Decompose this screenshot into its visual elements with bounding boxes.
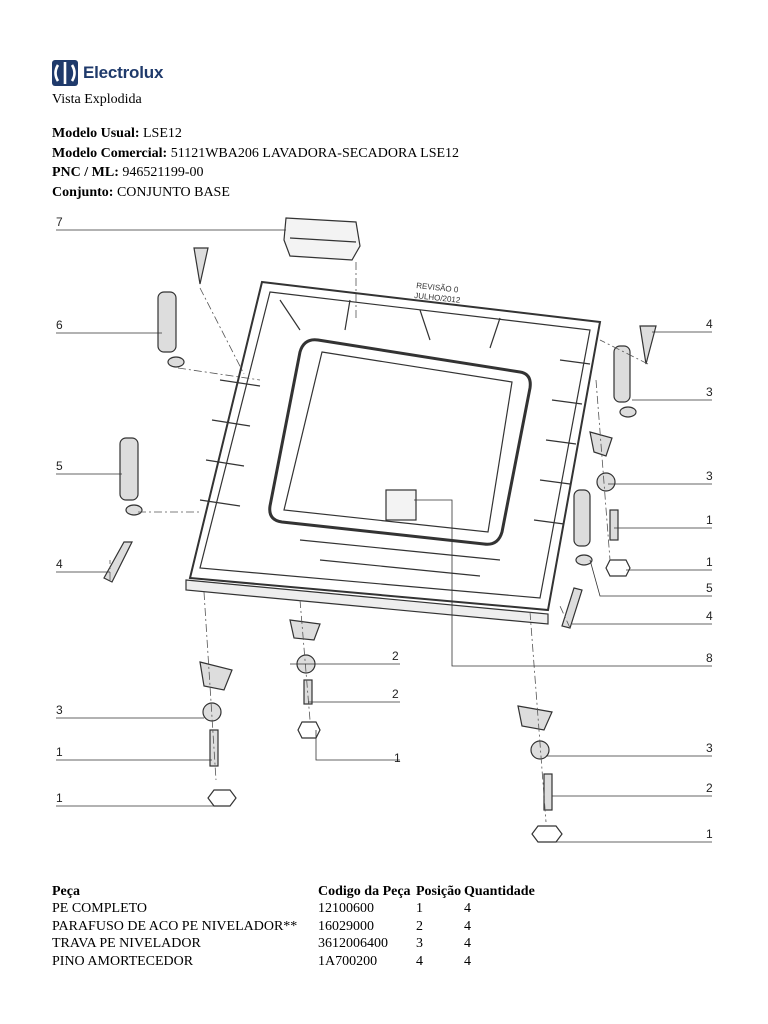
callout-1-right-mid: 1 xyxy=(706,555,713,569)
part-name: PE COMPLETO xyxy=(52,901,148,916)
part-name: TRAVA PE NIVELADOR xyxy=(52,936,201,951)
part-name: PINO AMORTECEDOR xyxy=(52,953,194,969)
part-quantity: 4 xyxy=(464,918,471,934)
part-position: 2 xyxy=(416,918,423,934)
callout-7: 7 xyxy=(56,215,63,229)
foot-group-right xyxy=(517,705,563,843)
electrolux-logo: Electrolux xyxy=(52,60,163,86)
parts-table-header: Peça Codigo da Peça Posição Quantidade xyxy=(52,882,544,901)
callout-3-right-bottom: 3 xyxy=(706,741,713,755)
table-row: TRAVA PE NIVELADOR 3612006400 3 4 xyxy=(52,936,544,954)
conjunto-row: Conjunto: CONJUNTO BASE xyxy=(52,183,459,203)
modelo-usual-value: LSE12 xyxy=(143,126,182,141)
parts-table: Peça Codigo da Peça Posição Quantidade P… xyxy=(52,882,544,971)
modelo-usual-label: Modelo Usual: xyxy=(52,126,140,141)
callout-4-left: 4 xyxy=(56,557,63,571)
part-code: 12100600 xyxy=(318,901,374,916)
page-subtitle: Vista Explodida xyxy=(52,92,142,107)
modelo-usual-row: Modelo Usual: LSE12 xyxy=(52,124,459,144)
table-row: PINO AMORTECEDOR 1A700200 4 4 xyxy=(52,954,544,972)
revision-text: REVISÃO 0 xyxy=(416,281,459,294)
callout-6: 6 xyxy=(56,318,63,332)
part-code: 16029000 xyxy=(318,918,374,934)
header-codigo: Codigo da Peça xyxy=(318,883,411,899)
foot-group-right-upper xyxy=(589,431,631,577)
part-code: 3612006400 xyxy=(318,936,388,951)
part-quantity: 4 xyxy=(464,901,471,916)
part-quantity: 4 xyxy=(464,936,471,951)
part-position: 3 xyxy=(416,936,423,951)
callout-2-left: 1 xyxy=(56,745,63,759)
brand-name: Electrolux xyxy=(83,63,164,82)
callout-5-left: 5 xyxy=(56,459,63,473)
callout-4-right: 4 xyxy=(706,609,713,623)
callout-3-right-top: 3 xyxy=(706,385,713,399)
part-quantity: 4 xyxy=(464,953,471,969)
callout-2-right-bottom: 2 xyxy=(706,781,713,795)
callout-1-center: 1 xyxy=(394,751,401,765)
modelo-comercial-row: Modelo Comercial: 51121WBA206 LAVADORA-S… xyxy=(52,144,459,164)
modelo-comercial-label: Modelo Comercial: xyxy=(52,145,168,161)
part-name: PARAFUSO DE ACO PE NIVELADOR** xyxy=(52,918,298,934)
modelo-comercial-value: 51121WBA206 LAVADORA-SECADORA LSE12 xyxy=(170,145,460,161)
foot-group-left xyxy=(199,661,237,807)
table-row: PARAFUSO DE ACO PE NIVELADOR** 16029000 … xyxy=(52,919,544,937)
header-quantidade: Quantidade xyxy=(464,883,535,899)
part-position: 4 xyxy=(416,953,423,969)
callout-1-left: 1 xyxy=(56,791,63,805)
pnc-label: PNC / ML: xyxy=(52,165,119,180)
callout-3-left: 3 xyxy=(56,703,63,717)
callout-1-right-bottom: 1 xyxy=(706,827,713,841)
pnc-row: PNC / ML: 946521199-00 xyxy=(52,163,459,183)
callout-4-right-top: 4 xyxy=(706,317,713,331)
header-posicao: Posição xyxy=(416,883,462,899)
part-position: 1 xyxy=(416,901,423,916)
foot-group-center xyxy=(289,619,321,739)
header-peca: Peça xyxy=(52,883,80,899)
callout-2-center: 2 xyxy=(392,687,399,701)
electrolux-logo-icon xyxy=(52,60,78,86)
callout-2-right-mid: 1 xyxy=(706,513,713,527)
part-code: 1A700200 xyxy=(318,953,378,969)
callout-3-center: 2 xyxy=(392,649,399,663)
model-info: Modelo Usual: LSE12 Modelo Comercial: 51… xyxy=(52,124,459,202)
pnc-value: 946521199-00 xyxy=(122,165,204,180)
exploded-view-drawing: REVISÃO 0 JULHO/2012 xyxy=(56,215,713,843)
callout-3-right-mid: 3 xyxy=(706,469,713,483)
table-row: PE COMPLETO 12100600 1 4 xyxy=(52,901,544,919)
callout-5-right: 5 xyxy=(706,581,713,595)
conjunto-value: CONJUNTO BASE xyxy=(116,184,230,200)
callout-8: 8 xyxy=(706,651,713,665)
conjunto-label: Conjunto: xyxy=(52,184,114,200)
